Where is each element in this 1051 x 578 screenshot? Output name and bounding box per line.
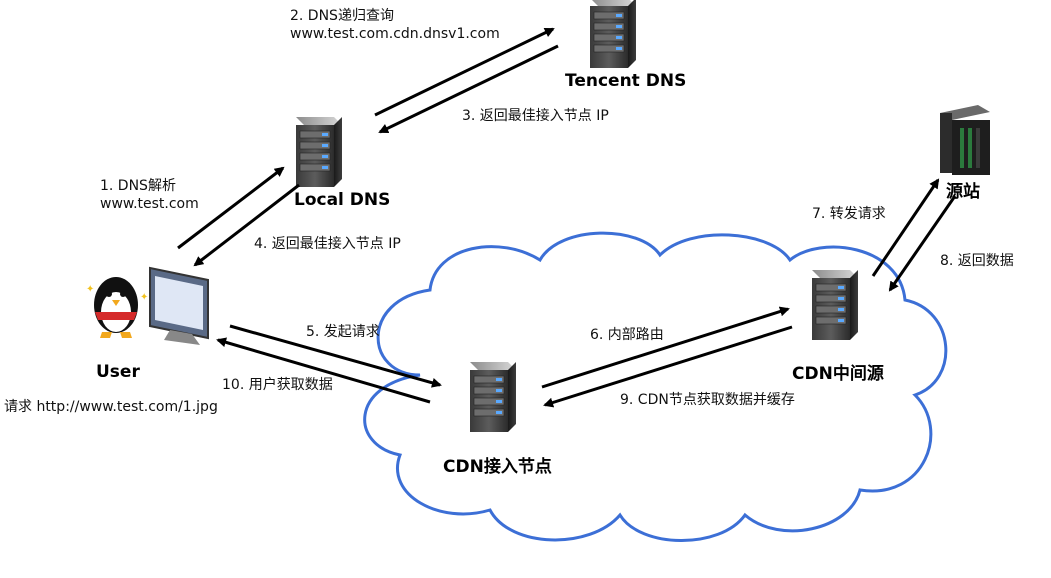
- arrow-step-9: [543, 325, 793, 408]
- step-6-label: 6. 内部路由: [590, 327, 664, 343]
- arrow-step-7: [871, 178, 940, 277]
- step-2-domain: www.test.com.cdn.dnsv1.com: [290, 26, 500, 42]
- server-icon: [295, 116, 343, 188]
- arrow-step-6: [541, 306, 790, 389]
- step-4-label: 4. 返回最佳接入节点 IP: [254, 236, 401, 252]
- arrow-step-1: [177, 166, 285, 250]
- step-9-label: 9. CDN节点获取数据并缓存: [620, 392, 795, 408]
- monitor-icon: [149, 266, 209, 345]
- svg-text:✦: ✦: [140, 292, 148, 303]
- arrow-step-4: [193, 183, 300, 267]
- mainframe-icon: [940, 105, 990, 175]
- step-7-label: 7. 转发请求: [812, 206, 886, 222]
- arrow-step-2: [374, 27, 555, 117]
- node-label-tencent-dns: Tencent DNS: [565, 71, 687, 91]
- step-10-label: 10. 用户获取数据: [222, 377, 333, 393]
- step-1-label: 1. DNS解析: [100, 178, 176, 194]
- svg-text:✦: ✦: [86, 284, 94, 295]
- node-label-local-dns: Local DNS: [294, 190, 391, 210]
- node-label-origin: 源站: [946, 182, 980, 202]
- arrow-step-5: [229, 324, 442, 388]
- user-request-label: 请求 http://www.test.com/1.jpg: [4, 399, 218, 415]
- server-icon: [589, 0, 637, 69]
- server-icon: [811, 269, 859, 341]
- arrow-step-3: [378, 44, 559, 134]
- step-5-label: 5. 发起请求: [306, 324, 380, 340]
- step-3-label: 3. 返回最佳接入节点 IP: [462, 108, 609, 124]
- cloud-icon: [363, 231, 948, 542]
- step-8-label: 8. 返回数据: [940, 253, 1014, 269]
- node-label-user: User: [96, 362, 140, 382]
- step-1-domain: www.test.com: [100, 196, 199, 212]
- node-label-cdn-mid: CDN中间源: [792, 364, 884, 384]
- arrow-step-8: [888, 195, 957, 292]
- server-icon: [469, 361, 517, 433]
- node-label-cdn-edge: CDN接入节点: [443, 457, 552, 477]
- arrow-step-10: [216, 337, 431, 404]
- step-2-label: 2. DNS递归查询: [290, 8, 394, 24]
- penguin-icon: ✦ ✦: [86, 277, 148, 338]
